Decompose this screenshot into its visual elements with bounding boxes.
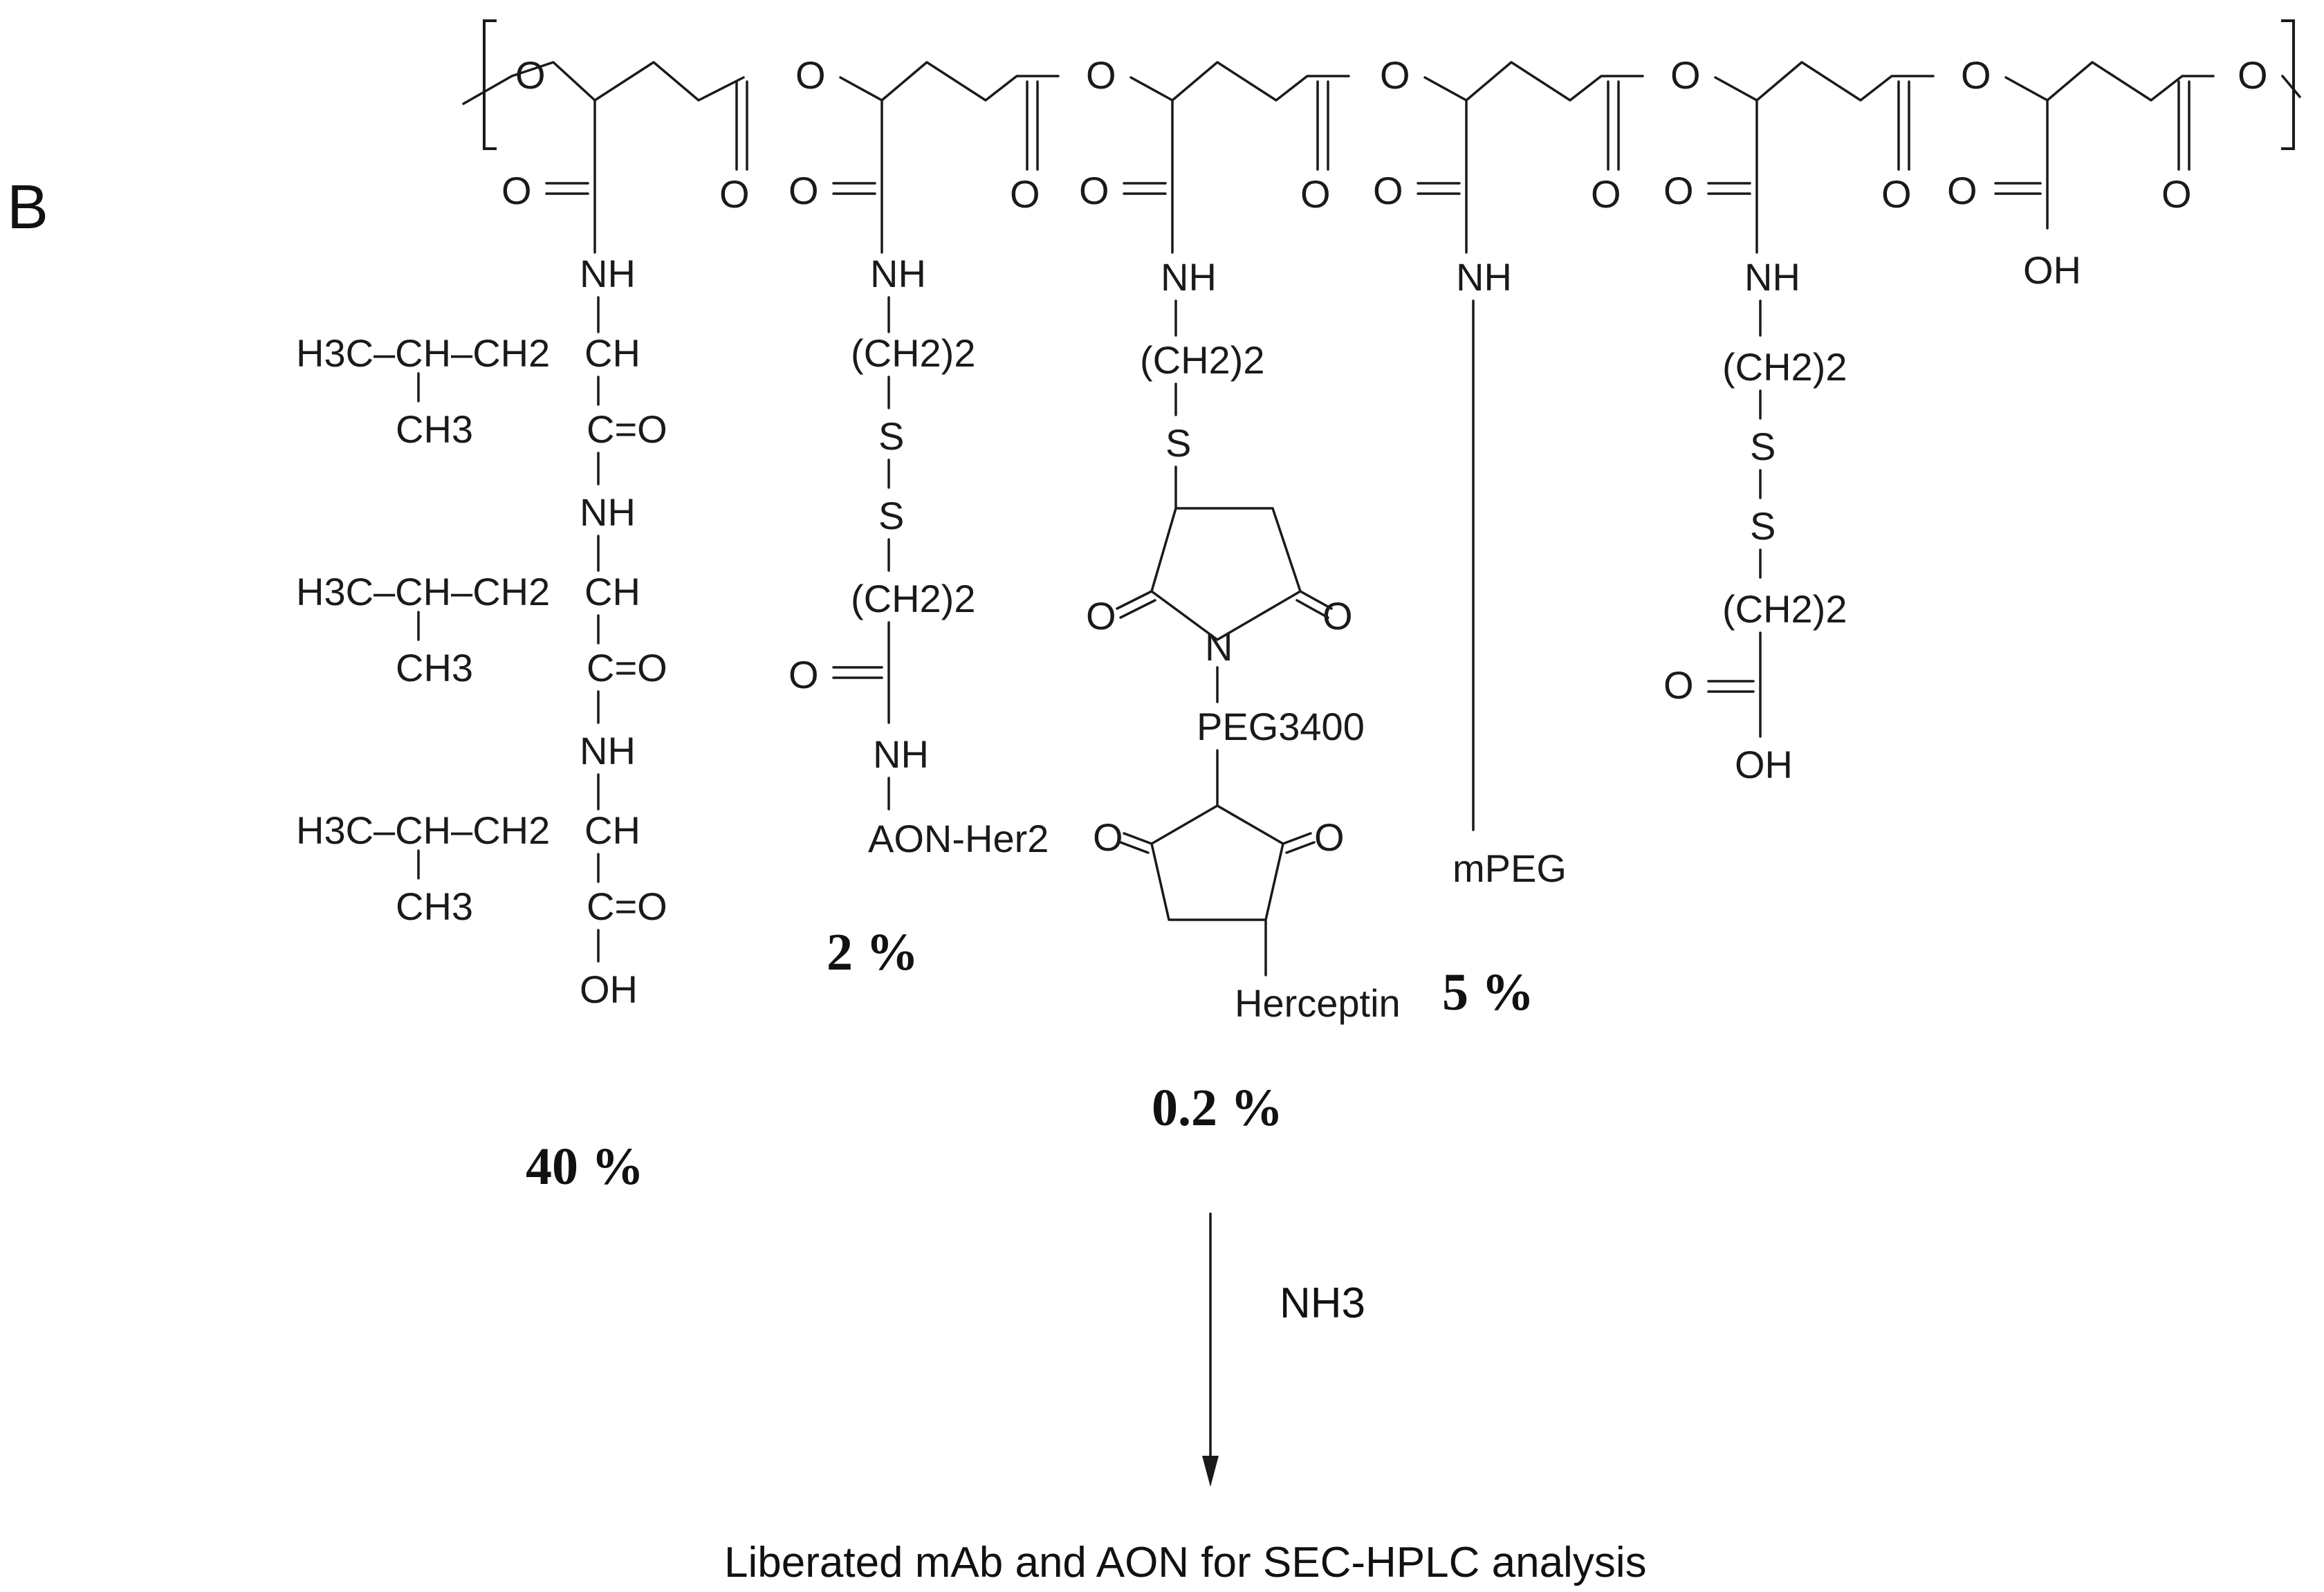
svg-text:S: S (878, 494, 904, 537)
svg-text:O: O (1322, 594, 1353, 638)
svg-text:CH: CH (584, 808, 640, 852)
svg-text:O: O (1380, 53, 1410, 97)
svg-text:H3C–CH–CH2: H3C–CH–CH2 (296, 331, 550, 375)
aon-percent: 2 % (827, 923, 919, 981)
svg-text:C=O: C=O (587, 885, 667, 928)
herceptin-percent: 0.2 % (1152, 1079, 1283, 1137)
svg-text:O: O (515, 53, 546, 97)
svg-text:O: O (1881, 172, 1912, 216)
svg-text:O: O (1961, 53, 1991, 97)
svg-text:O: O (788, 653, 819, 696)
svg-text:NH: NH (1161, 255, 1217, 299)
svg-text:O: O (1093, 815, 1123, 859)
svg-text:O: O (1079, 169, 1109, 212)
svg-text:O: O (1947, 169, 1977, 212)
svg-text:NH: NH (580, 252, 636, 295)
leucine-chain: O NH H3C–CH–CH2 CH CH3 C=O NH H3C–CH–CH2… (296, 99, 667, 1196)
svg-text:O: O (1300, 172, 1331, 216)
svg-text:NH: NH (873, 732, 929, 776)
polyester-backbone (462, 61, 2301, 171)
svg-text:CH3: CH3 (396, 407, 473, 451)
svg-text:C=O: C=O (587, 407, 667, 451)
svg-text:O: O (1086, 594, 1116, 638)
svg-text:NH: NH (1744, 255, 1800, 299)
svg-text:O: O (2238, 53, 2268, 97)
svg-text:O: O (1086, 53, 1116, 97)
svg-text:S: S (1750, 425, 1776, 468)
svg-text:O: O (1373, 169, 1403, 212)
svg-text:S: S (1165, 421, 1191, 465)
svg-text:NH: NH (870, 252, 926, 295)
backbone-oxygen-labels: O O O O O O O O O O O O O (515, 53, 2268, 216)
svg-text:S: S (1750, 504, 1776, 548)
svg-text:(CH2)2: (CH2)2 (851, 331, 975, 375)
free-acid-unit: O OH (1947, 99, 2081, 292)
svg-text:OH: OH (2023, 248, 2081, 292)
leucine-percent: 40 % (526, 1138, 644, 1196)
svg-text:O: O (1670, 53, 1701, 97)
svg-text:O: O (795, 53, 826, 97)
svg-text:O: O (1010, 172, 1040, 216)
svg-text:(CH2)2: (CH2)2 (851, 577, 975, 620)
svg-text:O: O (501, 169, 532, 212)
svg-text:NH: NH (580, 490, 636, 534)
svg-text:(CH2)2: (CH2)2 (1722, 587, 1847, 631)
right-bracket (2281, 19, 2295, 150)
svg-text:O: O (1663, 663, 1694, 707)
acid-chain: O NH (CH2)2 S S (CH2)2 O OH (1663, 99, 1847, 786)
svg-text:S: S (878, 414, 904, 458)
svg-text:CH: CH (584, 331, 640, 375)
svg-text:NH: NH (1456, 255, 1512, 299)
svg-text:O: O (719, 172, 750, 216)
svg-text:NH: NH (580, 729, 636, 772)
svg-text:N: N (1205, 625, 1233, 669)
svg-text:O: O (1591, 172, 1621, 216)
panel-label: B (7, 173, 48, 242)
mpeg-percent: 5 % (1442, 963, 1534, 1021)
svg-text:PEG3400: PEG3400 (1197, 705, 1365, 748)
aon-chain: O NH (CH2)2 S S (CH2)2 O NH AON-Her2 2 % (788, 99, 1049, 981)
reagent-label: NH3 (1280, 1279, 1365, 1327)
svg-text:H3C–CH–CH2: H3C–CH–CH2 (296, 808, 550, 852)
svg-text:O: O (1314, 815, 1345, 859)
svg-text:CH: CH (584, 570, 640, 613)
herceptin-chain: O NH (CH2)2 S O O N PEG3400 O O Hercepti… (1079, 99, 1401, 1137)
mpeg-chain: O NH mPEG 5 % (1373, 99, 1567, 1021)
svg-text:C=O: C=O (587, 646, 667, 689)
svg-text:CH3: CH3 (396, 646, 473, 689)
svg-text:(CH2)2: (CH2)2 (1722, 345, 1847, 389)
svg-text:O: O (2161, 172, 2192, 216)
svg-text:O: O (1663, 169, 1694, 212)
svg-text:(CH2)2: (CH2)2 (1140, 338, 1264, 382)
product-caption: Liberated mAb and AON for SEC-HPLC analy… (724, 1539, 1647, 1586)
svg-text:CH3: CH3 (396, 885, 473, 928)
svg-text:OH: OH (1735, 743, 1793, 786)
svg-text:AON-Her2: AON-Her2 (868, 817, 1049, 860)
svg-text:OH: OH (580, 968, 638, 1011)
svg-text:H3C–CH–CH2: H3C–CH–CH2 (296, 570, 550, 613)
reaction-arrow (1202, 1212, 1219, 1487)
left-bracket (483, 19, 497, 150)
svg-text:mPEG: mPEG (1452, 846, 1567, 890)
svg-text:O: O (788, 169, 819, 212)
svg-text:Herceptin: Herceptin (1235, 981, 1401, 1025)
